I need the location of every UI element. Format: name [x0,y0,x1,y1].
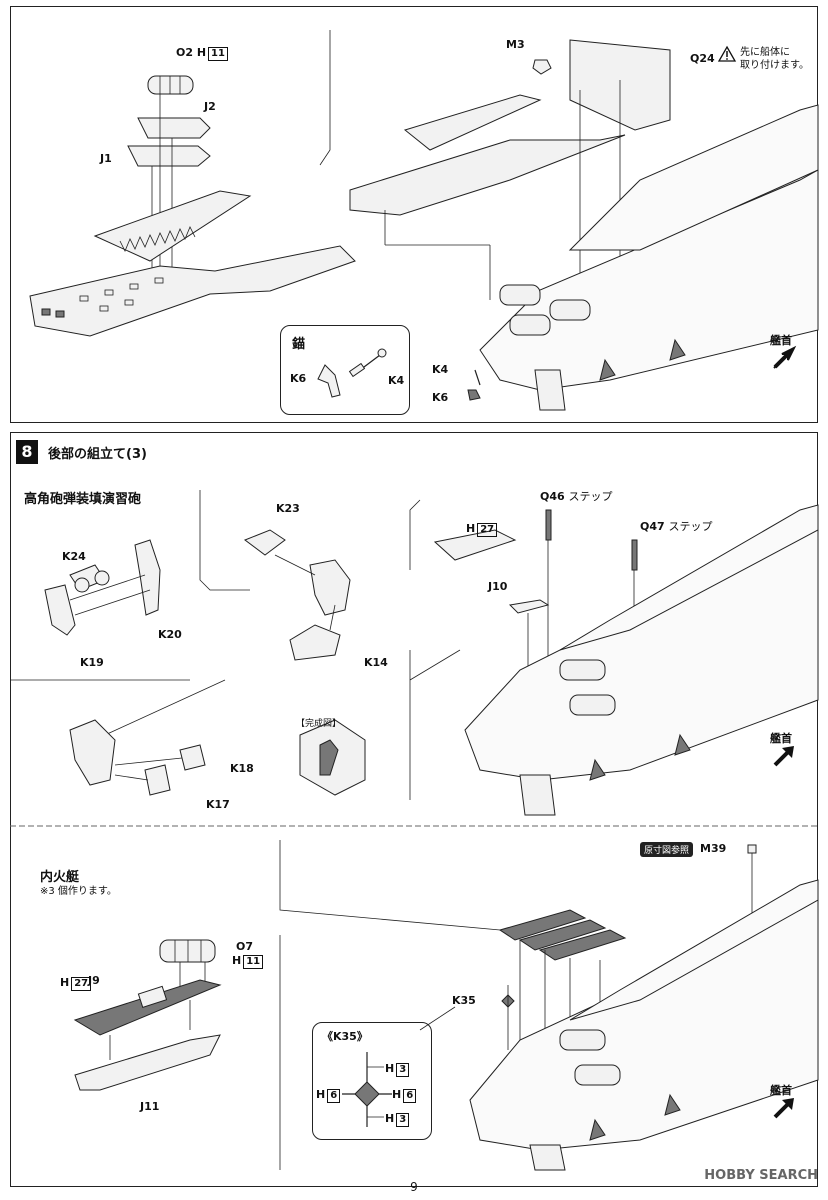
k35-detail-drawing [342,1052,392,1127]
anchor-parts-drawing [317,348,387,398]
label-k4-inset: K4 [388,374,405,387]
label-k35: K35 [452,994,476,1007]
step8-separator [10,825,818,827]
label-q47: Q47 ステップ [640,520,713,533]
bow-arrow-icon [773,1098,794,1119]
label-m3: M3 [506,38,525,51]
bow-label-bottom: 艦首 [770,1084,792,1097]
k35-detail-box [312,1022,432,1140]
bottom-ship-drawing [469,844,819,1171]
label-j2: J2 [204,100,216,113]
bow-arrow-icon [773,345,797,369]
warning-icon [717,45,737,62]
page-number: 9 [410,1180,418,1194]
k35-detail-title: 《K35》 [322,1030,368,1043]
label-k18: K18 [230,762,254,775]
label-k14: K14 [364,656,388,669]
step8-subtitle: 高角砲弾装填演習砲 [24,492,142,507]
launch-title: 内火艇 [40,870,80,885]
label-m39: M39 [700,842,727,855]
label-q46: Q46 ステップ [540,490,613,503]
label-j1: J1 [100,152,112,165]
label-q24: Q24 [690,52,715,65]
step-number-badge: 8 [16,440,38,464]
bow-label-step8: 艦首 [770,732,792,745]
anchor-title: 錨 [292,337,306,352]
launch-boat-drawing [73,939,222,1091]
reference-tag: 原寸図参照 [640,842,694,857]
completed-view-label: 【完成図】 [296,719,342,729]
label-k23: K23 [276,502,300,515]
label-k20: K20 [158,628,182,641]
bow-label-top: 艦首 [770,334,792,347]
bow-arrow-icon [773,746,794,767]
warning-note: 先に船体に 取り付けます。 [740,47,809,71]
label-j9: J9 [88,974,100,987]
label-k17: K17 [206,798,230,811]
label-o7: O7 [236,940,254,953]
watermark: HOBBY SEARCH [704,1168,818,1183]
step8-title: 後部の組立て(3) [48,447,147,462]
label-j11: J11 [140,1100,160,1113]
label-j10: J10 [488,580,508,593]
gun-subassembly-drawing [10,490,366,796]
launch-note: ※3 個作ります。 [40,886,117,897]
label-k19: K19 [80,656,104,669]
bottom-dividers [279,840,501,1170]
label-k24: K24 [62,550,86,563]
label-k6-ship: K6 [432,391,449,404]
top-left-assembly-drawing [29,75,356,337]
k35-pointer [419,1006,456,1031]
anchor-inset [280,325,410,415]
step8-ship-drawing [409,499,819,816]
label-k6-inset: K6 [290,372,307,385]
label-k4-ship: K4 [432,363,449,376]
top-divider [319,30,331,166]
top-right-ship-drawing [349,39,819,411]
